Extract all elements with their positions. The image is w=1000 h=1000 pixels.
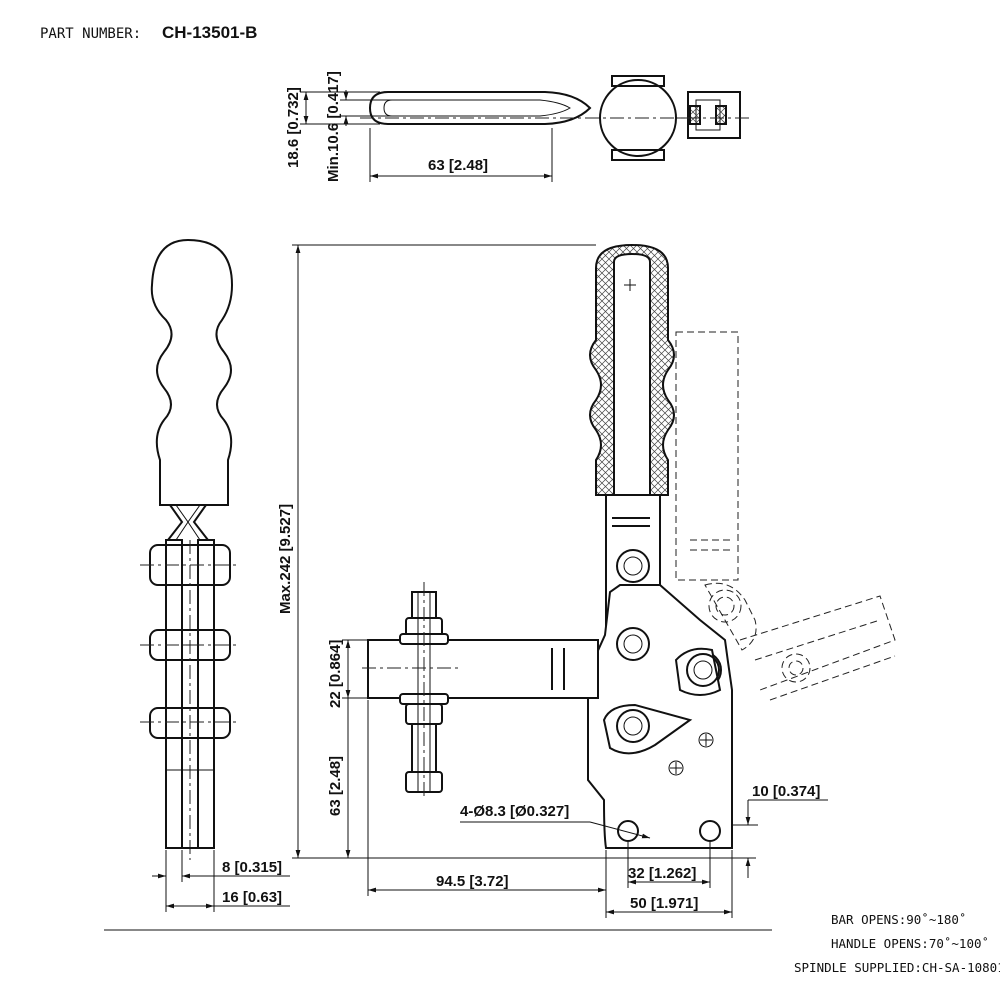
dim-side-width: 16 [0.63] [222, 889, 282, 906]
dim-max-height: Max.242 [9.527] [277, 504, 294, 614]
dim-spindle-height: 63 [2.48] [327, 756, 344, 816]
dim-top-width: 18.6 [0.732] [285, 87, 302, 168]
front-view [104, 243, 896, 931]
dim-mounting-holes: 4-Ø8.3 [Ø0.327] [460, 803, 569, 820]
dim-top-min: Min.10.6 [0.417] [325, 71, 342, 182]
dim-side-small: 8 [0.315] [222, 859, 282, 876]
side-view [140, 238, 290, 912]
dim-base-thickness: 10 [0.374] [752, 783, 820, 800]
dim-bar-height: 22 [0.864] [327, 640, 344, 708]
note-spindle: SPINDLE SUPPLIED:CH-SA-10801 [794, 960, 1000, 975]
part-number-label: PART NUMBER: [40, 26, 141, 42]
dim-base-holes: 32 [1.262] [628, 865, 696, 882]
note-handle-opens: HANDLE OPENS:70˚~100˚ [831, 936, 989, 951]
note-bar-opens: BAR OPENS:90˚~180˚ [831, 912, 966, 927]
part-number-value: CH-13501-B [162, 23, 257, 42]
dim-base-width: 50 [1.971] [630, 895, 698, 912]
dim-reach: 94.5 [3.72] [436, 873, 509, 890]
dim-top-length: 63 [2.48] [428, 157, 488, 174]
top-view [300, 75, 750, 182]
